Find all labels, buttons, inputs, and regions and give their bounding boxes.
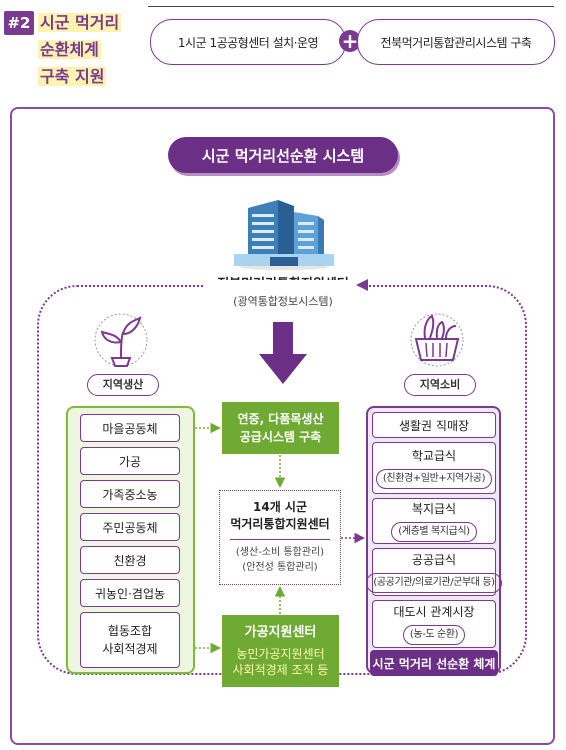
consumption-footer: 시군 먹거리 선순환 체계	[370, 650, 498, 676]
header-rule	[148, 6, 554, 7]
plant-icon	[94, 313, 148, 367]
processing-center-box: 가공지원센터 농민가공지원센터 사회적경제 조직 등	[222, 615, 339, 687]
county-center-box: 14개 시군 먹거리통합지원센터 (생산-소비 통합관리) (안전성 통합관리)	[219, 490, 341, 585]
production-item: 친환경	[80, 546, 180, 574]
section-title-line-1: 시군 먹거리	[38, 13, 122, 32]
loop-gap	[205, 280, 361, 294]
consumption-item: 복지급식 (계층별 복지급식)	[372, 498, 496, 544]
consumption-label: 지역소비	[404, 374, 476, 396]
production-item: 가공	[80, 447, 180, 475]
system-title-banner: 시군 먹거리선순환 시스템	[168, 137, 398, 173]
production-item: 주민공동체	[80, 513, 180, 541]
center-hub-subtitle: (광역통합정보시스템)	[233, 295, 333, 308]
diagram-frame	[10, 107, 555, 745]
pill-integrated-system: 전북먹거리통합관리시스템 구축	[357, 19, 555, 65]
basket-icon	[410, 313, 464, 367]
down-arrow-icon	[259, 322, 307, 384]
building-icon	[234, 200, 334, 270]
consumption-item: 생활권 직매장	[372, 412, 496, 438]
consumption-item: 학교급식 (친환경+일반+지역가공)	[372, 442, 496, 494]
production-item: 가족중소농	[80, 480, 180, 508]
plus-icon: +	[339, 30, 361, 52]
section-title-line-2: 순환체계	[38, 40, 101, 59]
pill-center-setup: 1시군 1공공형센터 설치·운영	[150, 19, 346, 65]
production-item: 마을공동체	[80, 414, 180, 442]
section-number-badge: #2	[4, 11, 34, 35]
section-title-line-3: 구축 지원	[38, 67, 107, 86]
consumption-item: 대도시 관계시장 (농-도 순환)	[372, 600, 496, 648]
production-item: 협동조합 사회적경제	[80, 612, 180, 668]
supply-system-box: 연중, 다품목생산 공급시스템 구축	[222, 402, 339, 454]
production-label: 지역생산	[87, 374, 159, 396]
consumption-item: 공공급식 (공공기관/의료기관/군부대 등)	[366, 548, 502, 596]
production-item: 귀농인·겸업농	[80, 579, 180, 607]
loop-arrow-icon	[356, 279, 368, 291]
